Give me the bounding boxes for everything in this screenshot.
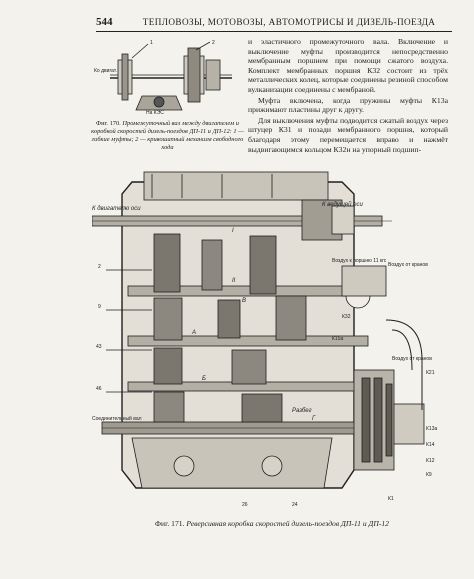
fig171-k32: К32	[342, 314, 351, 320]
fig171-note1: Воздух от кранов	[388, 262, 428, 268]
fig170-label-d: 2	[212, 40, 215, 46]
figure-170-drawing: Ко двигат. На КЭС 1 2	[94, 40, 232, 116]
fig171-n43: 43	[96, 344, 102, 350]
fig171-label-d: Б	[202, 376, 206, 382]
figure-171: К двигателю оси К ведущей оси Соединител…	[91, 170, 452, 515]
figure-170-caption-text: Промежуточный вал между двигателем и кор…	[91, 120, 244, 151]
header-rule	[96, 31, 452, 32]
fig171-left-mid: Соединительный вал	[92, 415, 142, 422]
page-number: 544	[96, 16, 113, 28]
fig171-label-b: II	[232, 278, 236, 284]
paragraph-3: Для выключения муфты подводится сжатый в…	[248, 115, 448, 154]
running-header: 544 ТЕПЛОВОЗЫ, МОТОВОЗЫ, АВТОМОТРИСЫ И Д…	[96, 16, 452, 30]
paragraph-1: и эластичного промежуточного вала. Включ…	[248, 37, 448, 94]
figure-171-drawing: К двигателю оси К ведущей оси Соединител…	[91, 171, 437, 508]
fig171-note2: Воздух от кранов	[392, 356, 432, 362]
fig171-n24: 24	[292, 502, 298, 508]
fig170-label-b: На КЭС	[146, 110, 164, 116]
figure-171-caption: Фиг. 171. Реверсивная коробка скоростей …	[90, 519, 454, 528]
body-text-column: и эластичного промежуточного вала. Включ…	[248, 37, 448, 155]
figure-171-caption-text: Реверсивная коробка скоростей дизель-пое…	[186, 519, 389, 528]
fig171-k14: К14	[426, 442, 435, 448]
fig171-right-output: К ведущей оси	[322, 201, 364, 208]
fig171-n2: 2	[98, 264, 101, 270]
fig171-k13a: К13а	[426, 426, 437, 432]
fig171-n46: 46	[96, 386, 102, 392]
fig170-label-a: Ко двигат.	[94, 68, 117, 74]
figure-170: Ко двигат. На КЭС 1 2	[92, 38, 242, 116]
figure-170-caption: Фиг. 170. Промежуточный вал между двигат…	[90, 120, 245, 152]
figure-170-caption-label: Фиг. 170.	[96, 120, 121, 127]
fig171-k21: К21	[426, 370, 435, 376]
fig171-n26: 26	[242, 502, 248, 508]
fig171-label-e: В	[242, 298, 246, 304]
running-head: ТЕПЛОВОЗЫ, МОТОВОЗЫ, АВТОМОТРИСЫ И ДИЗЕЛ…	[142, 17, 436, 27]
fig171-label-f: Г	[312, 416, 316, 422]
fig171-k9: К9	[426, 472, 432, 478]
paragraph-2: Муфта включена, когда пружины муфты К13а…	[248, 95, 448, 115]
fig171-label-a: I	[232, 228, 234, 234]
fig171-k1: К1	[388, 496, 394, 502]
fig171-razbor: Разбег	[292, 408, 312, 414]
fig171-gauge-note: Воздух к поршню 11 кгс	[332, 258, 387, 264]
fig171-left-input: К двигателю оси	[92, 206, 141, 212]
fig171-label-c: А	[191, 330, 196, 336]
figure-171-caption-label: Фиг. 171.	[155, 519, 185, 528]
fig170-label-c: 1	[150, 40, 153, 46]
fig171-n9: 9	[98, 304, 101, 310]
fig171-k12: К12	[426, 458, 435, 464]
fig171-k15a: К15а	[332, 336, 343, 342]
